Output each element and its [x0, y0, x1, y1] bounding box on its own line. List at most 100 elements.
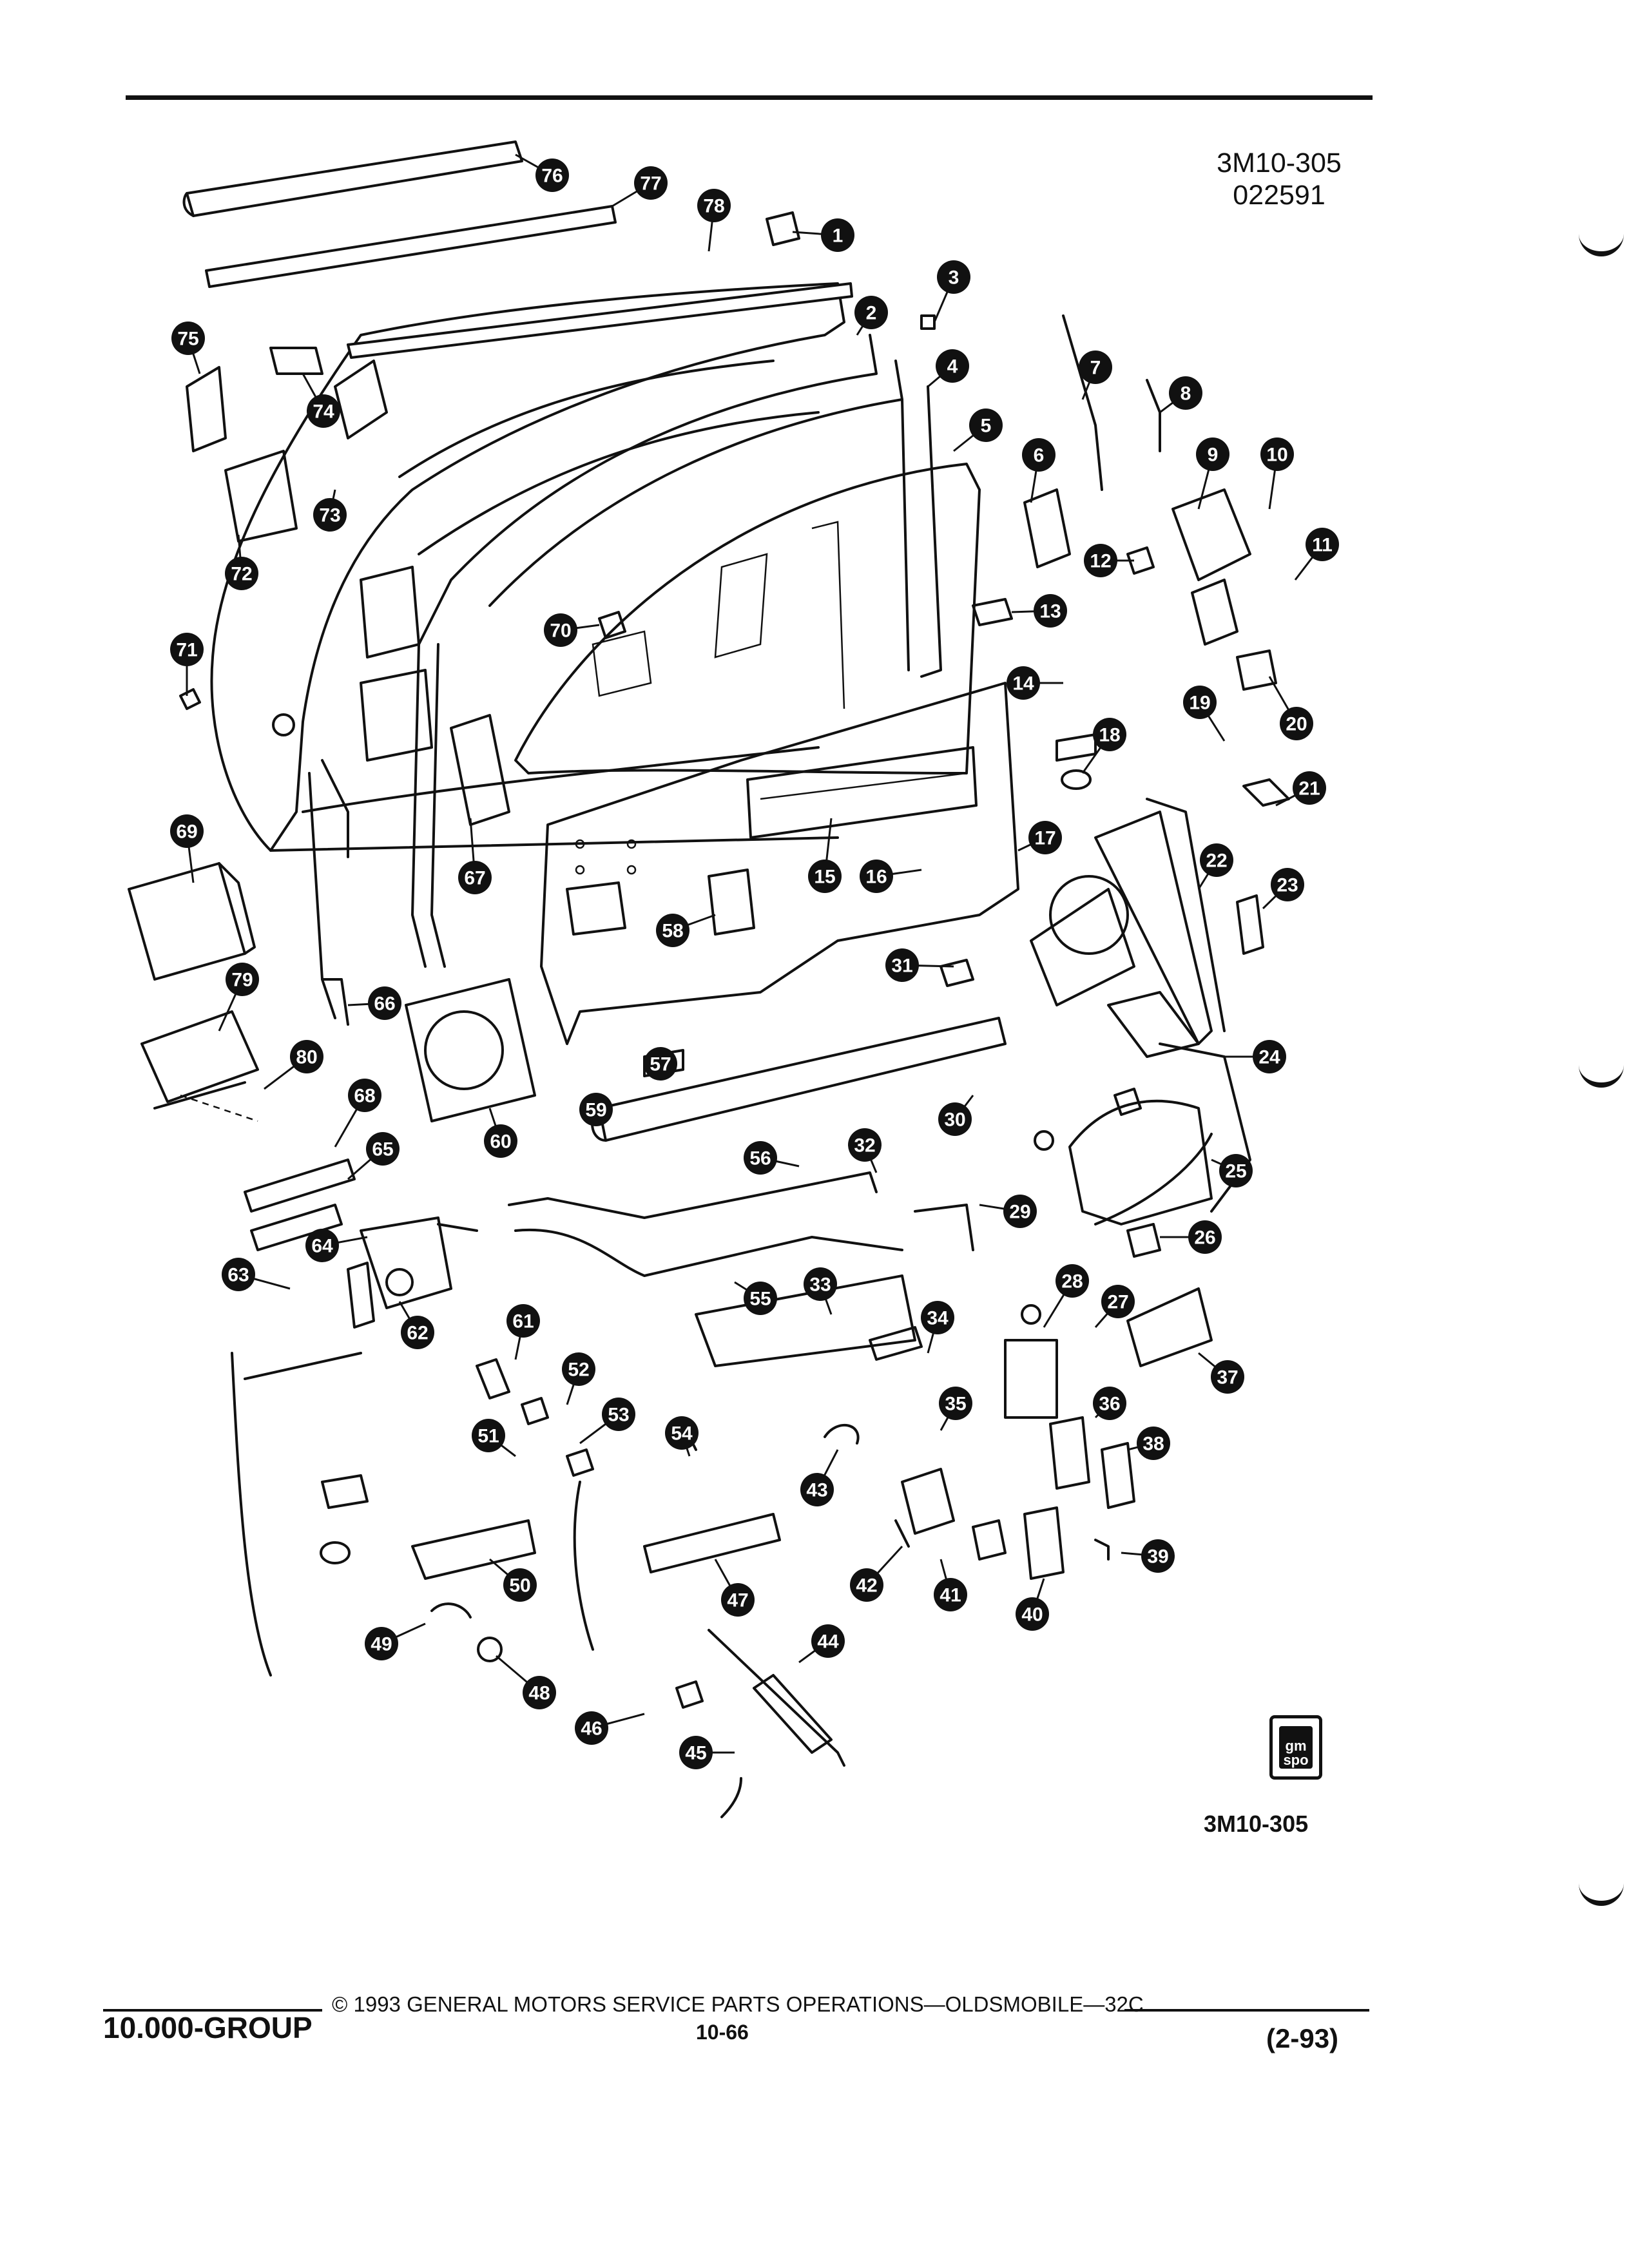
callout-6: 6	[1022, 438, 1055, 472]
callout-number-20: 20	[1286, 714, 1307, 735]
control-module	[128, 862, 256, 981]
callout-number-74: 74	[313, 401, 334, 423]
callout-number-40: 40	[1021, 1604, 1043, 1626]
callout-number-47: 47	[727, 1590, 748, 1611]
callout-circle-24	[1253, 1040, 1286, 1073]
callout-12: 12	[1084, 544, 1117, 577]
callout-number-41: 41	[940, 1585, 961, 1606]
callout-circle-32	[848, 1128, 882, 1162]
callout-number-55: 55	[749, 1289, 771, 1310]
callout-circle-35	[939, 1387, 972, 1420]
callout-19: 19	[1183, 686, 1217, 719]
callout-circle-29	[1003, 1195, 1037, 1228]
callout-circle-10	[1260, 437, 1294, 471]
callout-circle-40	[1016, 1597, 1049, 1631]
callout-28: 28	[1055, 1264, 1089, 1298]
callout-circle-36	[1093, 1387, 1126, 1420]
callout-number-33: 33	[809, 1274, 831, 1296]
callout-number-34: 34	[927, 1308, 949, 1329]
callout-16: 16	[860, 860, 893, 893]
callout-circle-43	[800, 1473, 834, 1506]
callout-circle-72	[225, 557, 258, 590]
callout-circle-58	[656, 914, 689, 947]
callout-number-59: 59	[585, 1100, 606, 1121]
callout-circle-17	[1028, 821, 1062, 854]
callout-number-64: 64	[311, 1236, 333, 1257]
callout-number-52: 52	[568, 1360, 589, 1381]
callout-43: 43	[800, 1473, 834, 1506]
callout-number-43: 43	[806, 1480, 827, 1501]
callout-22: 22	[1200, 843, 1233, 877]
gm-spo-logo-plate: gm spo	[1279, 1726, 1313, 1769]
callout-circle-44	[811, 1624, 845, 1658]
callout-number-51: 51	[477, 1426, 499, 1447]
callout-number-6: 6	[1034, 445, 1045, 466]
callout-61: 61	[506, 1304, 540, 1338]
callout-75: 75	[171, 322, 205, 355]
callout-number-71: 71	[176, 640, 197, 661]
callout-53: 53	[602, 1398, 635, 1431]
callout-circle-1	[821, 218, 854, 252]
callout-circle-49	[365, 1627, 398, 1660]
callout-60: 60	[484, 1124, 517, 1158]
door-shell	[210, 282, 845, 858]
callout-1: 1	[821, 218, 854, 252]
callout-29: 29	[1003, 1195, 1037, 1228]
callout-circle-25	[1219, 1154, 1253, 1187]
callout-54: 54	[665, 1416, 699, 1450]
callout-number-70: 70	[550, 620, 571, 642]
lower-door-edge	[231, 1352, 362, 1677]
footer-page-number: 10-66	[696, 2021, 749, 2044]
upper-weatherstrips	[182, 140, 853, 359]
callout-number-19: 19	[1189, 693, 1210, 714]
callout-circle-11	[1306, 528, 1339, 561]
edge-mark-top	[1579, 232, 1624, 256]
callout-number-42: 42	[856, 1575, 877, 1597]
callout-number-46: 46	[581, 1718, 602, 1740]
callout-32: 32	[848, 1128, 882, 1162]
callout-circle-75	[171, 322, 205, 355]
callout-number-58: 58	[662, 921, 683, 942]
callout-number-35: 35	[945, 1394, 966, 1415]
callout-number-57: 57	[650, 1054, 671, 1075]
callout-number-5: 5	[981, 416, 992, 437]
callout-circle-27	[1101, 1285, 1135, 1318]
callout-number-76: 76	[541, 166, 563, 187]
callout-circle-60	[484, 1124, 517, 1158]
lock-cylinders	[244, 1158, 356, 1251]
figure-code: 3M10-305	[1204, 1811, 1309, 1837]
callout-number-54: 54	[671, 1423, 693, 1445]
callout-circle-51	[472, 1419, 505, 1452]
callout-31: 31	[885, 948, 919, 982]
callout-number-28: 28	[1061, 1271, 1083, 1293]
document-code: 3M10-305	[1217, 148, 1342, 178]
callout-circle-13	[1034, 594, 1067, 628]
callout-38: 38	[1137, 1427, 1170, 1460]
callout-48: 48	[523, 1676, 556, 1709]
callout-circle-6	[1022, 438, 1055, 472]
callout-circle-59	[579, 1093, 613, 1126]
callout-circle-63	[222, 1258, 255, 1291]
callout-circle-68	[348, 1079, 381, 1112]
callout-number-48: 48	[528, 1683, 550, 1704]
callout-number-66: 66	[374, 994, 395, 1015]
small-parts	[179, 211, 1290, 1709]
callout-5: 5	[969, 408, 1003, 442]
callout-circle-9	[1196, 437, 1229, 471]
callout-circle-39	[1141, 1539, 1175, 1573]
callout-number-39: 39	[1147, 1546, 1168, 1568]
callout-circle-56	[744, 1141, 777, 1175]
callout-18: 18	[1093, 718, 1126, 751]
callout-number-22: 22	[1206, 850, 1227, 872]
callout-circle-20	[1280, 707, 1313, 740]
speaker-housing	[405, 978, 536, 1122]
callout-number-14: 14	[1012, 673, 1034, 695]
callout-circle-37	[1211, 1360, 1244, 1394]
callout-number-15: 15	[814, 867, 835, 888]
callout-number-77: 77	[640, 173, 661, 195]
callout-circle-66	[368, 986, 401, 1020]
callout-50: 50	[503, 1568, 537, 1602]
callout-number-27: 27	[1107, 1292, 1128, 1313]
callout-circle-54	[665, 1416, 699, 1450]
callout-number-61: 61	[512, 1311, 534, 1332]
